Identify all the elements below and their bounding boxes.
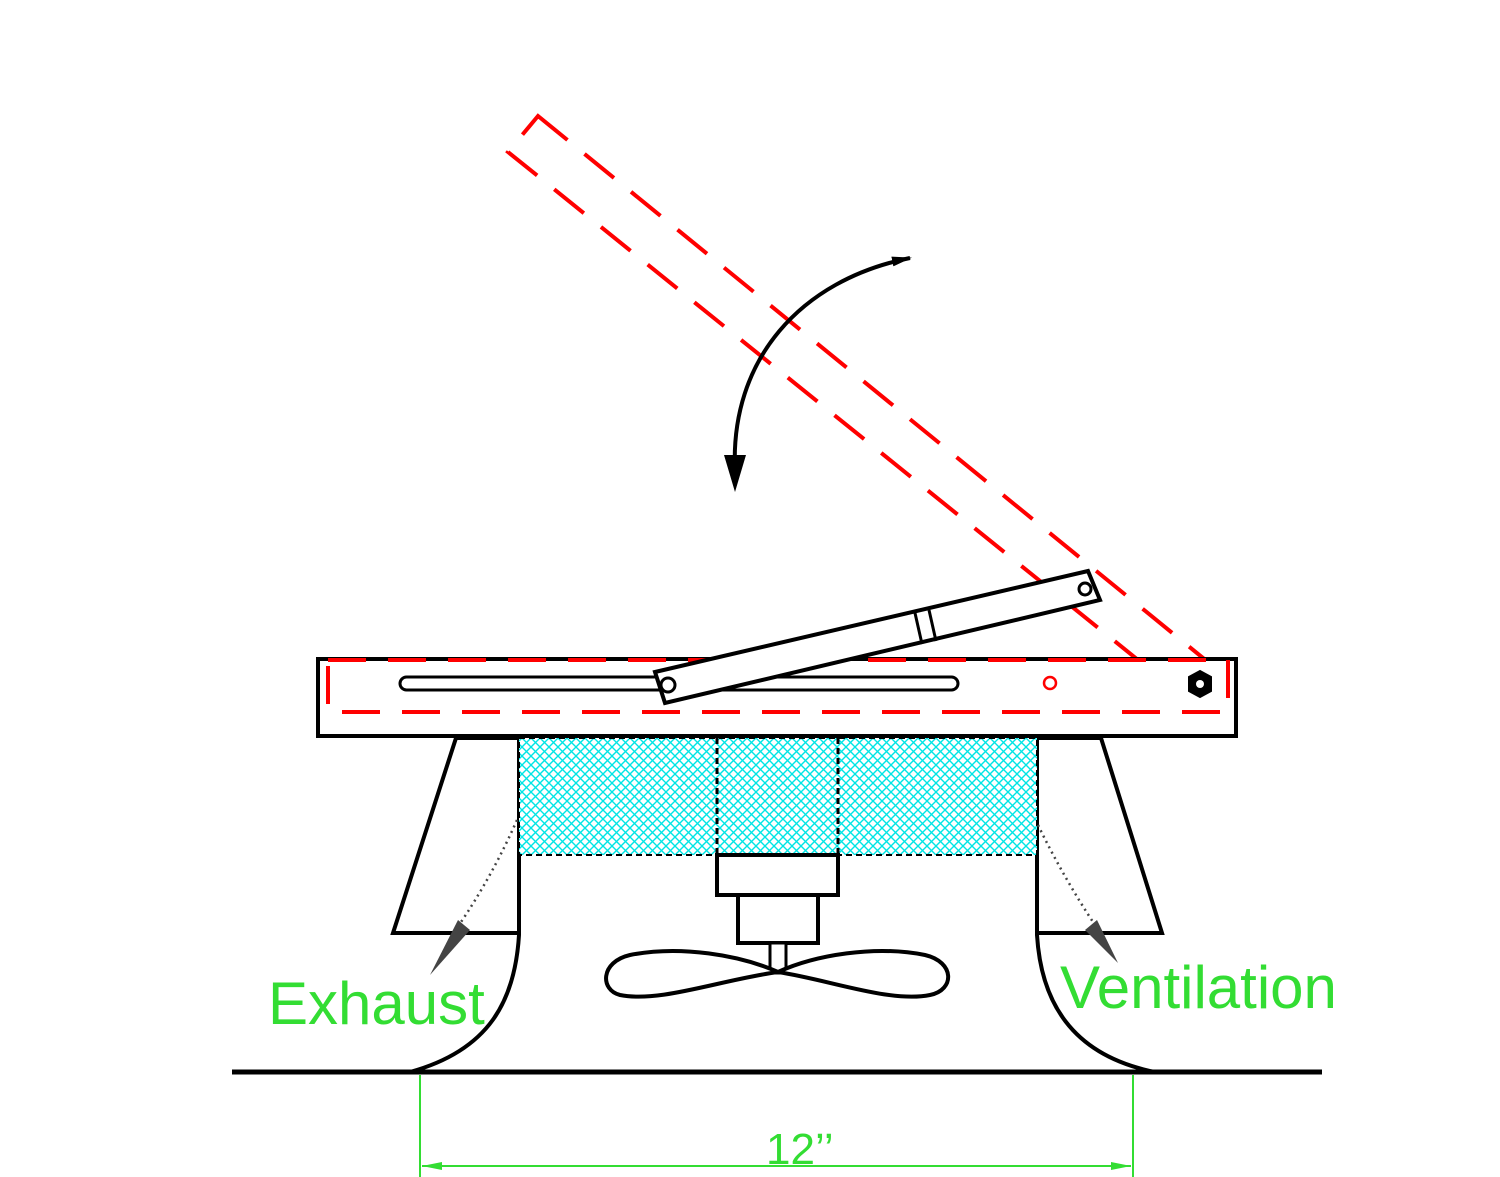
- left-leg: [390, 736, 521, 935]
- support-arm: [652, 568, 1103, 706]
- rotation-arrow-down-head: [724, 455, 746, 492]
- right-leg: [1035, 736, 1165, 935]
- motor-housing: [715, 853, 840, 897]
- rotation-arrow-icon: [732, 256, 912, 471]
- motor-body: [736, 893, 820, 945]
- base-left-flange: [409, 850, 521, 1074]
- base-right-flange: [1035, 850, 1156, 1074]
- exhaust-arrow-icon: [430, 920, 470, 975]
- ventilation-label: Ventilation: [1060, 954, 1337, 1021]
- exhaust-leader: [450, 819, 519, 936]
- fan-blade: [604, 949, 951, 999]
- lid-hole: [1042, 675, 1058, 691]
- ventilation-leader: [1036, 824, 1097, 926]
- ventilation-arrow-icon: [1085, 920, 1118, 963]
- exhaust-label: Exhaust: [268, 970, 485, 1037]
- arm-pivot-icon: [659, 676, 677, 694]
- dimension-label: 12’’: [766, 1125, 834, 1174]
- filter-mesh: [518, 737, 1038, 856]
